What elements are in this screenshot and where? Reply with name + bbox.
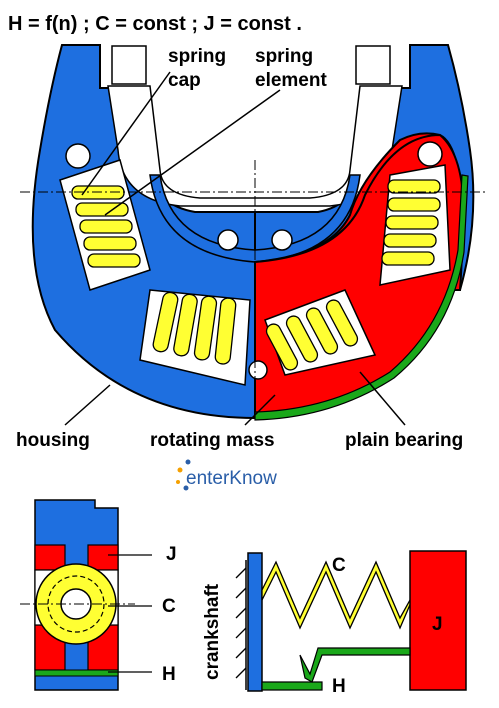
section-label-h: H [162, 664, 176, 685]
spring-coils-bottom-left [152, 291, 237, 365]
ground-hatch [235, 567, 247, 679]
leader-spring-cap [81, 71, 171, 196]
label-spring-cap-2: cap [168, 70, 201, 91]
enterknow-logo: enterKnow [176, 459, 277, 491]
bolt-boss-left [111, 45, 147, 85]
spring-coils-right [381, 179, 441, 266]
damper-linkage [261, 681, 323, 691]
hole-left-top [65, 143, 91, 169]
leader-rotating-mass [244, 394, 276, 426]
housing-inner-arc [149, 174, 361, 263]
crankshaft-bar [247, 552, 263, 692]
hole-center-right [271, 229, 293, 251]
hole-right-top [417, 141, 443, 167]
model-label-damper: H [332, 676, 346, 697]
leader-plain-bearing [359, 371, 406, 426]
logo-dot-4 [176, 480, 180, 484]
damper-arm [299, 647, 411, 683]
spring-coils-bottom-right [265, 299, 359, 371]
section-label-c: C [162, 596, 176, 617]
pin-bottom [248, 360, 268, 380]
section-bearing [34, 669, 119, 677]
label-plain-bearing: plain bearing [345, 430, 463, 451]
section-spring-ring-inner [47, 575, 105, 633]
section-mass-top-right [87, 544, 119, 571]
label-housing: housing [16, 430, 90, 451]
formula-title: H = f(n) ; C = const ; J = const . [8, 13, 302, 35]
label-spring-cap-1: spring [168, 46, 226, 67]
label-spring-element-1: spring [255, 46, 313, 67]
label-rotating-mass: rotating mass [150, 430, 275, 451]
logo-dot-2 [177, 467, 183, 473]
label-spring-element-2: element [255, 70, 327, 91]
hole-center-left [217, 229, 239, 251]
logo-dot-1 [185, 459, 191, 465]
section-mass-top-left [34, 544, 66, 571]
mass-block [409, 550, 467, 691]
leader-housing [64, 384, 111, 426]
logo-dot-3 [183, 485, 189, 491]
model-label-crankshaft: crankshaft [202, 583, 223, 680]
model-label-spring: C [332, 555, 346, 576]
leader-spring-element [104, 89, 281, 216]
mechanical-model [235, 550, 467, 692]
plain-bearing-strip [254, 174, 469, 421]
spring-coils-left [71, 185, 141, 268]
logo-text: enterKnow [186, 468, 277, 489]
bolt-boss-right [355, 45, 391, 85]
model-label-mass: J [432, 614, 443, 635]
damper-illustration [20, 44, 485, 426]
section-label-j: J [166, 544, 177, 565]
section-view [20, 499, 152, 691]
